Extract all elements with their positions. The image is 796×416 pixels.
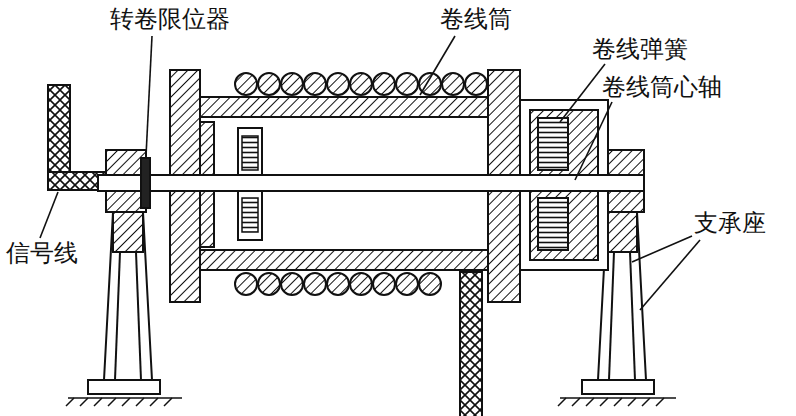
illustration bbox=[40, 36, 700, 416]
part-label: 卷线筒心轴 bbox=[602, 74, 722, 100]
part-label: 转卷限位器 bbox=[110, 6, 230, 32]
support-stand bbox=[104, 212, 152, 380]
support-stand bbox=[113, 212, 143, 252]
spring bbox=[538, 118, 568, 170]
cable bbox=[460, 272, 482, 416]
part-label: 卷线弹簧 bbox=[592, 36, 688, 62]
leader-lines bbox=[40, 36, 700, 310]
part-label: 卷线筒 bbox=[440, 6, 512, 32]
support-stand bbox=[607, 212, 637, 252]
drum-wall bbox=[200, 97, 488, 117]
shaft bbox=[98, 175, 644, 191]
drum-wall bbox=[200, 250, 488, 270]
cable-coils bbox=[235, 73, 487, 295]
support-base bbox=[582, 380, 654, 394]
limiter bbox=[141, 158, 150, 208]
spring bbox=[538, 198, 568, 250]
ground bbox=[66, 398, 676, 406]
part-label: 支承座 bbox=[694, 210, 766, 236]
part-label: 信号线 bbox=[6, 240, 78, 266]
support-base bbox=[88, 380, 160, 394]
